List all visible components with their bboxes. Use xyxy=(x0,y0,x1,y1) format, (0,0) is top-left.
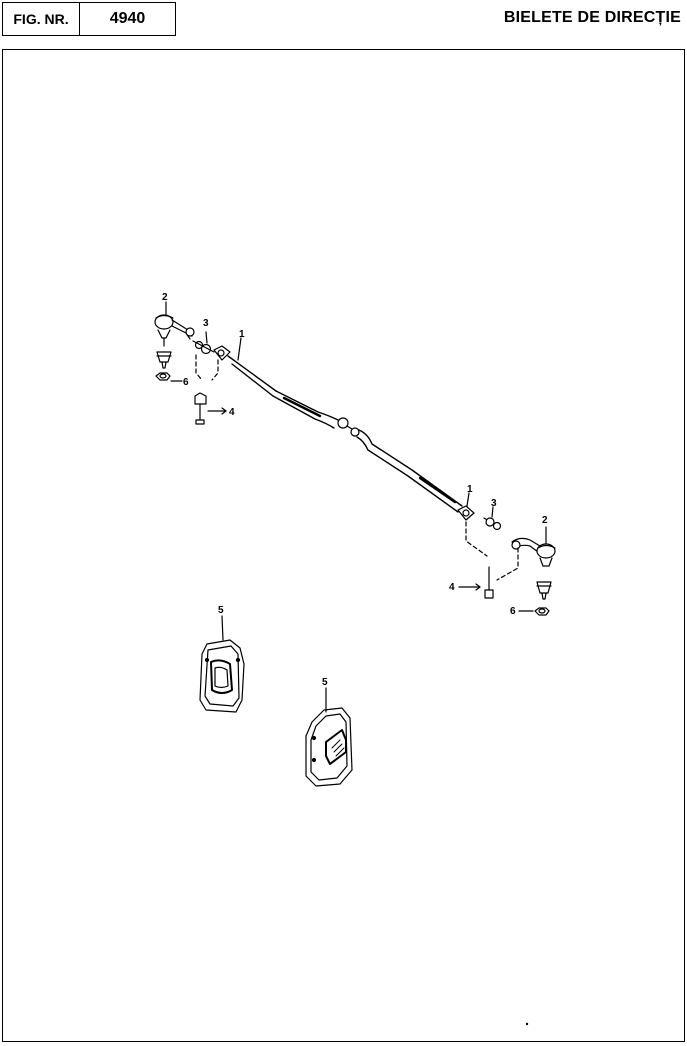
figure-label: FIG. NR. xyxy=(3,3,80,35)
callout-6-right: 6 xyxy=(510,606,516,617)
callout-4-right: 4 xyxy=(449,582,455,593)
right-clamp xyxy=(457,492,475,521)
left-tie-rod-end xyxy=(154,314,195,347)
callout-4-left: 4 xyxy=(229,407,235,418)
left-nut xyxy=(155,372,183,382)
callout-5-right: 5 xyxy=(322,677,328,688)
right-adjuster xyxy=(483,506,502,531)
callout-1-left: 1 xyxy=(239,329,245,340)
tie-rod xyxy=(227,355,463,513)
callout-3-right: 3 xyxy=(491,498,497,509)
left-boot xyxy=(156,351,172,369)
dust-boot-left xyxy=(199,615,245,713)
left-adjuster xyxy=(192,331,215,355)
callout-3-left: 3 xyxy=(203,318,209,329)
dust-boot-right xyxy=(305,687,353,787)
page-title: BIELETE DE DIRECȚIE xyxy=(503,9,681,26)
right-boot xyxy=(536,581,552,600)
callout-2-right: 2 xyxy=(542,515,548,526)
callout-5-left: 5 xyxy=(218,605,224,616)
left-clamp xyxy=(194,345,231,425)
drawing-frame xyxy=(2,49,685,1042)
callout-2-left: 2 xyxy=(162,292,168,303)
figure-number-box: FIG. NR. 4940 xyxy=(2,2,176,36)
right-nut xyxy=(518,607,550,616)
callout-6-left: 6 xyxy=(183,377,189,388)
figure-number: 4940 xyxy=(109,10,146,27)
right-bolt xyxy=(458,521,519,599)
right-tie-rod-end xyxy=(511,526,556,567)
callout-1-right: 1 xyxy=(467,484,473,495)
